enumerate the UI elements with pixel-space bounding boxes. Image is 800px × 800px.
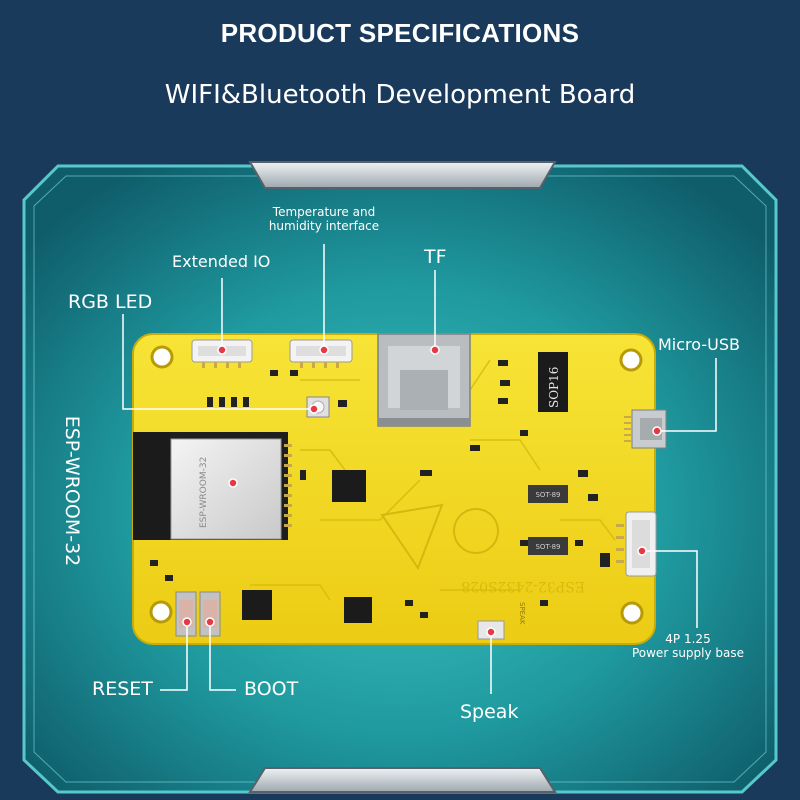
label-esp-wroom-32: ESP-WROOM-32 [61, 415, 83, 567]
callout-line-power [642, 550, 698, 628]
callout-line-reset [160, 622, 188, 691]
dev-board: ESP-WROOM-32 SOP16 SOT-89 SOT-89 ESP32-2… [132, 333, 667, 645]
mounting-holes [149, 345, 644, 625]
frame-inner-line [33, 175, 767, 783]
tf-card-slot [377, 333, 471, 427]
page-title: PRODUCT SPECIFICATIONS [220, 18, 580, 48]
main-chip [332, 470, 366, 502]
usb-chip [242, 590, 272, 620]
label-micro-usb: Micro-USB [658, 335, 740, 354]
frame-top-tab [248, 161, 557, 189]
label-rgb-led: RGB LED [68, 291, 153, 313]
callout-line-boot [209, 622, 236, 691]
sot89-chip-b: SOT-89 [528, 537, 568, 555]
page-subtitle: WIFI&Bluetooth Development Board [164, 80, 636, 110]
label-tf: TF [424, 246, 447, 268]
board-model-marking: ESP32-2432S028 [461, 578, 585, 594]
callout-lines [122, 244, 717, 694]
label-extended-io: Extended IO [172, 252, 271, 271]
callout-line-rgb-led [122, 314, 314, 410]
esp-wroom-32-module: ESP-WROOM-32 [133, 432, 292, 540]
audio-chip [344, 597, 372, 623]
label-power-supply: 4P 1.25 Power supply base [620, 632, 756, 660]
label-power-line1: 4P 1.25 [665, 632, 711, 646]
label-speak: Speak [460, 701, 519, 723]
speak-marking: SPEAK [518, 602, 526, 625]
sot89-marking-b: SOT-89 [535, 543, 560, 551]
sop16-chip: SOP16 [538, 352, 568, 412]
reset-button-part [175, 591, 197, 637]
label-temp-humidity: Temperature and humidity interface [258, 205, 390, 233]
sot89-marking-a: SOT-89 [535, 491, 560, 499]
label-reset: RESET [92, 678, 153, 700]
frame-bottom-tab [248, 767, 557, 793]
micro-usb-port [624, 409, 667, 449]
pcb-traces [250, 359, 616, 601]
callout-line-micro-usb [657, 358, 717, 432]
resistor-row [150, 360, 610, 618]
power-supply-connector [616, 511, 657, 577]
label-temp-humidity-line2: humidity interface [268, 219, 380, 233]
label-boot: BOOT [244, 678, 299, 700]
label-temp-humidity-line1: Temperature and [272, 205, 376, 219]
sop16-marking: SOP16 [547, 367, 561, 408]
label-power-line2: Power supply base [631, 646, 745, 660]
silkscreen-logos [380, 503, 499, 571]
callout-markers [182, 345, 662, 637]
sot89-chip-a: SOT-89 [528, 485, 568, 503]
module-marking: ESP-WROOM-32 [199, 457, 209, 528]
